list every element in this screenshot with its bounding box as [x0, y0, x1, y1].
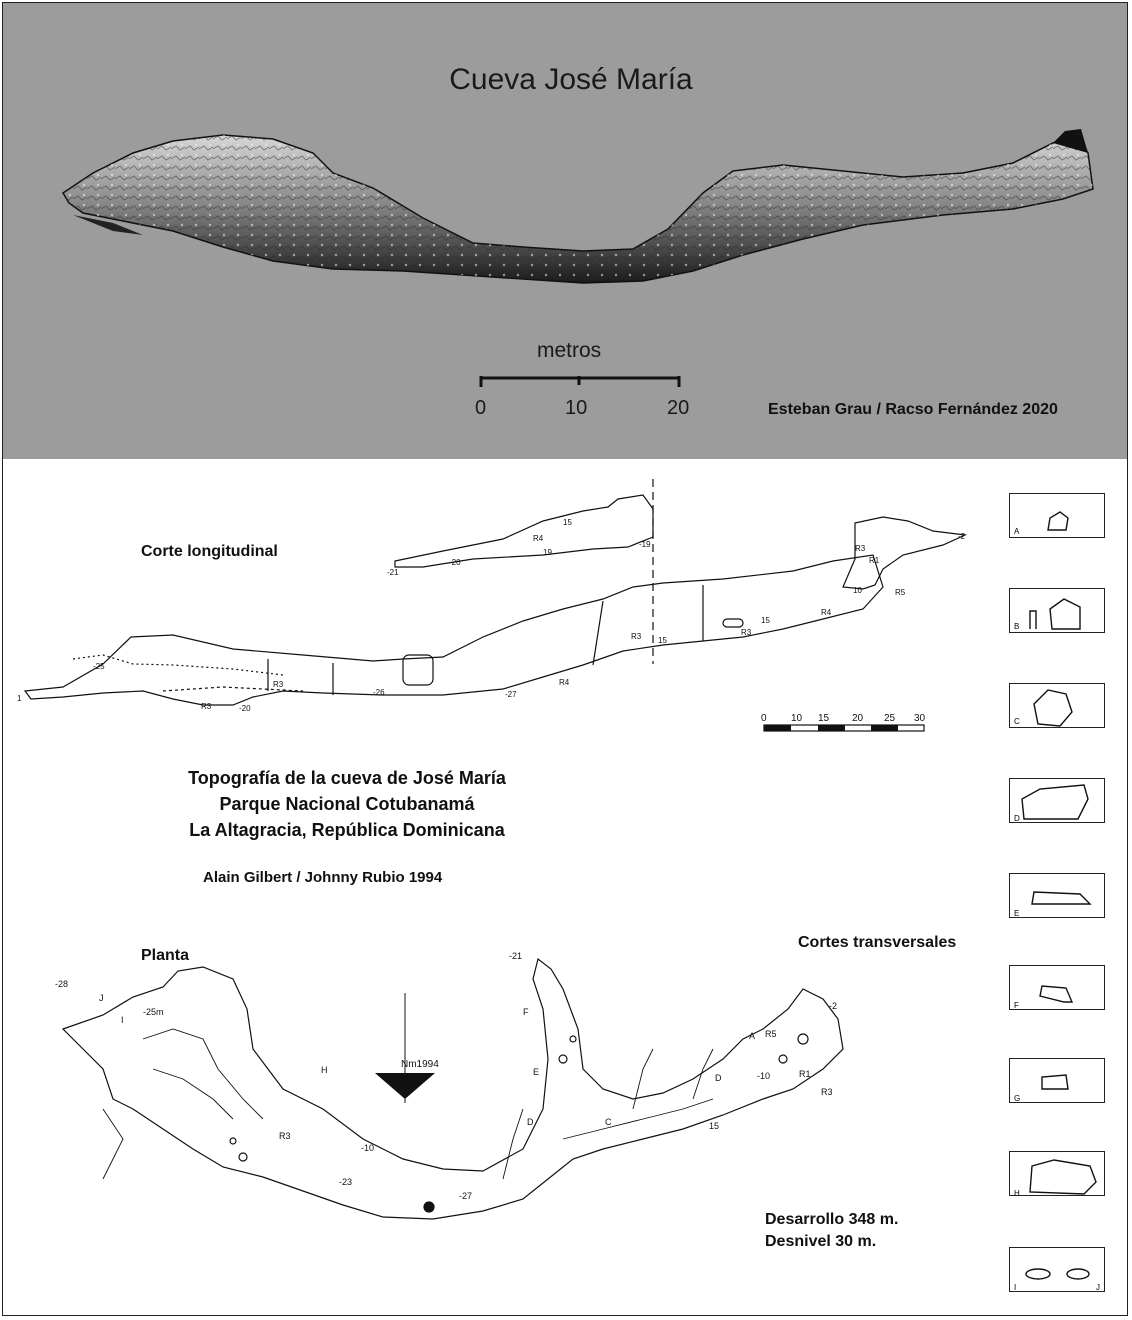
development-stat: Desarrollo 348 m.: [765, 1211, 899, 1228]
svg-text:R3: R3: [741, 628, 752, 637]
svg-text:C: C: [605, 1117, 612, 1127]
svg-text:D: D: [715, 1073, 722, 1083]
svg-text:-2: -2: [829, 1001, 837, 1011]
survey-scale-tick-25: 25: [884, 713, 896, 724]
model-panel: Cueva José María metros: [3, 3, 1127, 459]
svg-text:H: H: [1014, 1189, 1020, 1197]
cross-section-d: D: [1009, 778, 1105, 823]
survey-title-line-3: La Altagracia, República Dominicana: [189, 820, 505, 840]
svg-text:-2: -2: [958, 532, 966, 541]
svg-text:-28: -28: [55, 979, 68, 989]
svg-text:I: I: [1014, 1283, 1016, 1292]
cross-section-e: E: [1009, 873, 1105, 918]
scale-tick-10: 10: [565, 397, 588, 419]
north-arrow-icon: Nm1994: [375, 993, 439, 1103]
svg-text:R5: R5: [895, 588, 906, 597]
svg-text:R3: R3: [273, 680, 284, 689]
svg-text:D: D: [1014, 814, 1020, 823]
svg-text:-20: -20: [449, 558, 461, 567]
survey-scale-tick-20: 20: [852, 713, 864, 724]
svg-text:10: 10: [853, 586, 862, 595]
plan-label: Planta: [141, 947, 190, 964]
svg-text:-10: -10: [361, 1143, 374, 1153]
svg-text:R3: R3: [201, 702, 212, 711]
survey-scale-tick-10: 10: [791, 713, 803, 724]
cross-section-g: G: [1009, 1058, 1105, 1103]
svg-text:C: C: [1014, 717, 1020, 726]
svg-text:B: B: [1014, 622, 1019, 631]
survey-scale-bar: 0 10 15 20 25 30: [761, 713, 926, 732]
svg-text:-26: -26: [373, 688, 385, 697]
svg-text:-19: -19: [639, 540, 651, 549]
depth-stat: Desnivel 30 m.: [765, 1233, 877, 1250]
svg-text:F: F: [523, 1007, 529, 1017]
svg-text:A: A: [749, 1031, 755, 1041]
longitudinal-label: Corte longitudinal: [141, 543, 278, 560]
svg-text:-21: -21: [387, 568, 399, 577]
svg-text:R4: R4: [821, 608, 832, 617]
svg-text:R4: R4: [559, 678, 570, 687]
svg-text:-21: -21: [509, 951, 522, 961]
svg-text:-27: -27: [505, 690, 517, 699]
cave-3d-model: [61, 129, 1094, 284]
survey-scale-tick-0: 0: [761, 713, 767, 724]
north-label: Nm1994: [401, 1059, 439, 1070]
scale-tick-20: 20: [667, 397, 690, 419]
model-credit: Esteban Grau / Racso Fernández 2020: [768, 401, 1058, 418]
svg-text:15: 15: [563, 518, 572, 527]
svg-text:F: F: [1014, 1001, 1019, 1010]
model-scale-bar: [479, 376, 681, 387]
survey-title-line-1: Topografía de la cueva de José María: [188, 768, 506, 788]
svg-text:D: D: [527, 1117, 534, 1127]
svg-text:-10: -10: [757, 1071, 770, 1081]
survey-credit: Alain Gilbert / Johnny Rubio 1994: [203, 869, 443, 886]
scale-label: metros: [537, 339, 602, 362]
svg-text:J: J: [1096, 1283, 1100, 1292]
svg-text:-27: -27: [459, 1191, 472, 1201]
survey-title: Topografía de la cueva de José María Par…: [151, 765, 543, 843]
cross-section-b: B: [1009, 588, 1105, 633]
survey-scale-tick-30: 30: [914, 713, 926, 724]
svg-text:19: 19: [543, 548, 552, 557]
cross-section-a: A: [1009, 493, 1105, 538]
svg-text:J: J: [99, 993, 104, 1003]
svg-text:15: 15: [658, 636, 667, 645]
svg-text:R1: R1: [869, 556, 880, 565]
survey-scale-tick-15: 15: [818, 713, 830, 724]
cross-section-h: H: [1009, 1151, 1105, 1197]
svg-text:A: A: [1014, 527, 1020, 536]
svg-text:I: I: [121, 1015, 124, 1025]
survey-stats: Desarrollo 348 m. Desnivel 30 m.: [765, 1209, 898, 1253]
svg-text:15: 15: [761, 616, 770, 625]
svg-text:R3: R3: [631, 632, 642, 641]
scale-tick-0: 0: [475, 397, 487, 419]
svg-text:-25m: -25m: [143, 1007, 164, 1017]
svg-text:E: E: [1014, 909, 1019, 918]
svg-text:G: G: [1014, 1094, 1020, 1103]
model-title: Cueva José María: [449, 63, 693, 96]
cross-sections-label: Cortes transversales: [798, 934, 957, 951]
svg-text:R5: R5: [765, 1029, 777, 1039]
cross-section-f: F: [1009, 965, 1105, 1010]
svg-text:15: 15: [709, 1121, 719, 1131]
svg-text:1: 1: [17, 694, 22, 703]
svg-text:R1: R1: [799, 1069, 811, 1079]
svg-text:-20: -20: [239, 704, 251, 713]
svg-text:E: E: [533, 1067, 539, 1077]
cross-section-c: C: [1009, 683, 1105, 728]
svg-text:R3: R3: [855, 544, 866, 553]
svg-text:H: H: [321, 1065, 328, 1075]
survey-title-line-2: Parque Nacional Cotubanamá: [219, 794, 475, 814]
svg-text:R3: R3: [279, 1131, 291, 1141]
svg-text:-23: -23: [339, 1177, 352, 1187]
svg-text:R4: R4: [533, 534, 544, 543]
svg-text:R3: R3: [821, 1087, 833, 1097]
svg-text:-25: -25: [93, 662, 105, 671]
